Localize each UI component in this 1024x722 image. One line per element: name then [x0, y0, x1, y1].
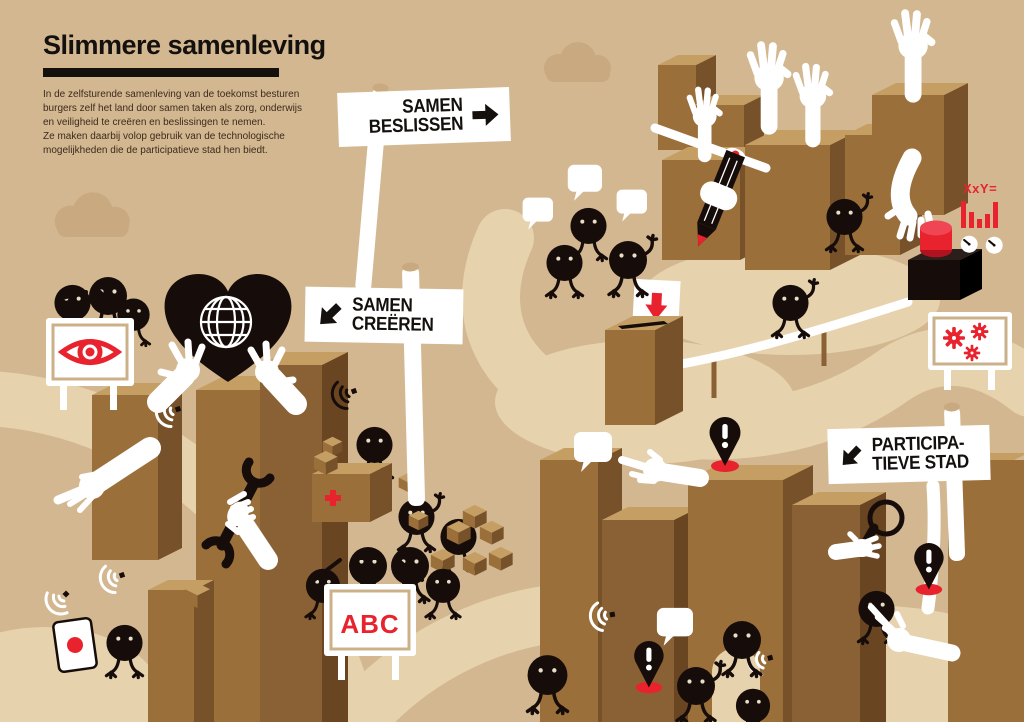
magnifier-hand — [828, 499, 905, 560]
arrow-down-left-icon — [320, 302, 342, 324]
sign-line: CREËREN — [351, 312, 434, 336]
sign-samen-beslissen: SAMEN BESLISSEN — [337, 87, 511, 147]
gear-icon — [963, 344, 981, 362]
intro-line: burgers zelf het land door samen taken a… — [43, 103, 303, 114]
button-console: XxY= — [884, 148, 1004, 300]
tablet-icon — [52, 616, 98, 674]
writing-hand-icon — [700, 181, 738, 211]
aid-box-group — [312, 425, 513, 576]
abc-billboard: ABC — [304, 545, 462, 680]
heart-globe — [147, 274, 307, 415]
sign-samen-creeren: SAMEN CREËREN — [304, 286, 464, 345]
speech-bubble-icon — [616, 189, 647, 222]
sign-participatieve-stad: PARTICIPA- TIEVE STAD — [827, 424, 991, 485]
speech-bubble-icon — [567, 164, 602, 201]
creature — [544, 243, 585, 300]
arrow-down-left-icon — [842, 445, 862, 465]
sign-line: TIEVE STAD — [871, 450, 969, 475]
title-underline — [43, 68, 279, 77]
eye-billboard — [46, 275, 152, 410]
abc-label: ABC — [340, 609, 399, 639]
gauge-icon — [984, 235, 1004, 255]
gear-icon — [943, 327, 965, 349]
cube-icon — [488, 546, 513, 571]
exclamation-pin-icon — [634, 641, 664, 694]
pointing-hand-left — [53, 437, 161, 513]
globe-icon — [199, 295, 253, 349]
wrench-hand — [201, 457, 278, 570]
ballot-box — [605, 278, 683, 425]
pressing-arm-icon — [890, 148, 922, 226]
ballot-slot — [618, 321, 668, 329]
cloud-icon — [544, 42, 611, 82]
cube-icon — [479, 520, 504, 545]
creature — [734, 687, 772, 722]
bubble-creatures — [522, 164, 657, 300]
eye-icon — [57, 339, 123, 365]
wifi-icon — [38, 580, 80, 622]
formula-label: XxY= — [963, 181, 997, 196]
intro-line: mogelijkheden die de participatieve stad… — [43, 145, 268, 156]
intro-line: en veiligheid te creëren en beslissingen… — [43, 117, 266, 128]
offering-hand — [856, 589, 961, 662]
cube-icon — [462, 551, 487, 576]
creature — [424, 567, 462, 621]
page-title: Slimmere samenleving — [43, 30, 326, 60]
arrow-right-icon — [472, 103, 499, 126]
building — [872, 83, 968, 215]
building-cluster-stad — [540, 448, 1024, 722]
holding-hand-icon — [147, 338, 206, 413]
bar-chart-icon — [961, 201, 998, 228]
intro-line: Ze maken daarbij volop gebruik van de te… — [43, 131, 285, 142]
wifi-icon — [94, 559, 131, 598]
cloud-icon — [54, 192, 130, 238]
gear-icon — [970, 322, 989, 341]
building — [148, 580, 214, 722]
ballot-arrow-icon — [651, 292, 662, 307]
exclamation-pin-icon — [709, 417, 741, 472]
cross-icon — [325, 490, 341, 506]
intro-line: In de zelfsturende samenleving van de to… — [43, 89, 300, 100]
gauge-icon — [959, 234, 979, 254]
gears-billboard — [928, 312, 1012, 390]
tablet-creature — [38, 580, 145, 680]
pencil-hand — [697, 147, 746, 247]
sign-line: BESLISSEN — [368, 113, 464, 138]
holding-hand-icon — [247, 340, 307, 415]
intro-paragraph: In de zelfsturende samenleving van de to… — [43, 88, 313, 158]
red-button-icon — [920, 220, 952, 258]
exclamation-pin-icon — [914, 543, 944, 596]
pointing-hand-stad — [618, 449, 709, 487]
